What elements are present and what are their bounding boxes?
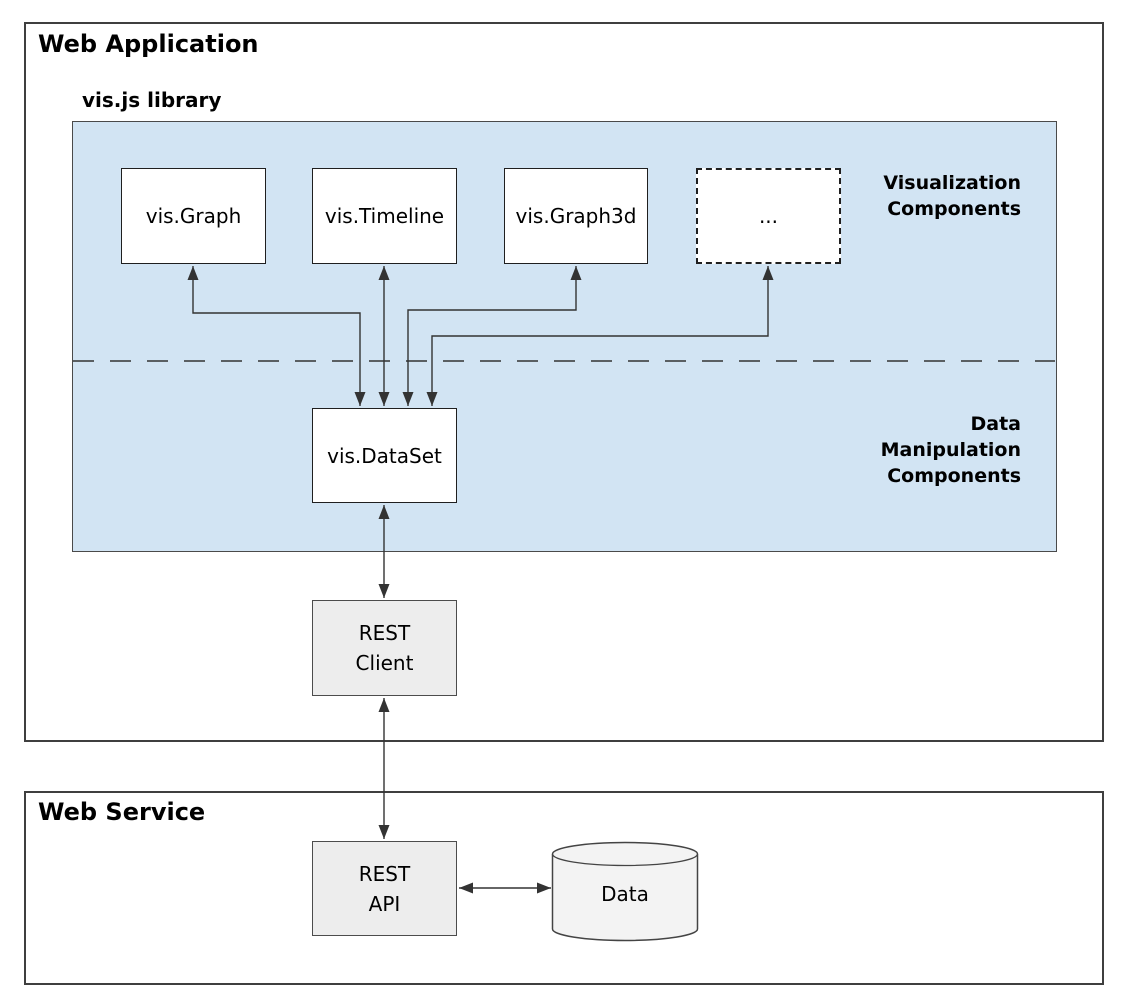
node-vis-dataset-label: vis.DataSet <box>327 443 442 468</box>
node-rest-client-label: REST Client <box>356 618 414 678</box>
data-manipulation-label-line3: Components <box>887 465 1021 487</box>
data-manipulation-label-line1: Data <box>970 413 1022 435</box>
data-manipulation-components-label: Data Manipulation Components <box>801 411 1021 489</box>
node-vis-timeline: vis.Timeline <box>312 168 457 264</box>
rest-client-line1: REST <box>358 621 411 645</box>
rest-api-line2: API <box>368 891 401 916</box>
edge-graph-dataset <box>187 266 366 406</box>
visualization-components-label: Visualization Components <box>801 170 1021 222</box>
node-rest-api-label: REST API <box>359 859 410 919</box>
database-cylinder-label: Data <box>601 882 649 906</box>
node-vis-graph-label: vis.Graph <box>145 204 242 228</box>
visjs-library-title: vis.js library <box>82 88 222 112</box>
node-rest-client: REST Client <box>312 600 457 696</box>
web-application-title: Web Application <box>38 30 259 58</box>
node-vis-timeline-label: vis.Timeline <box>324 204 445 228</box>
node-rest-api: REST API <box>312 841 457 936</box>
rest-api-line1: REST <box>358 861 411 886</box>
rest-client-line2: Client <box>355 651 414 675</box>
node-more-components: ... <box>696 168 841 264</box>
node-vis-graph: vis.Graph <box>121 168 266 264</box>
visualization-label-line2: Components <box>887 198 1021 220</box>
web-service-title: Web Service <box>38 798 206 826</box>
node-vis-dataset: vis.DataSet <box>312 408 457 503</box>
edge-more-dataset <box>426 266 774 406</box>
database-cylinder <box>551 841 699 942</box>
data-manipulation-label-line2: Manipulation <box>880 439 1021 461</box>
node-vis-graph3d-label: vis.Graph3d <box>515 204 637 228</box>
visualization-label-line1: Visualization <box>883 172 1021 194</box>
node-vis-graph3d: vis.Graph3d <box>504 168 648 264</box>
node-more-components-label: ... <box>758 204 779 228</box>
